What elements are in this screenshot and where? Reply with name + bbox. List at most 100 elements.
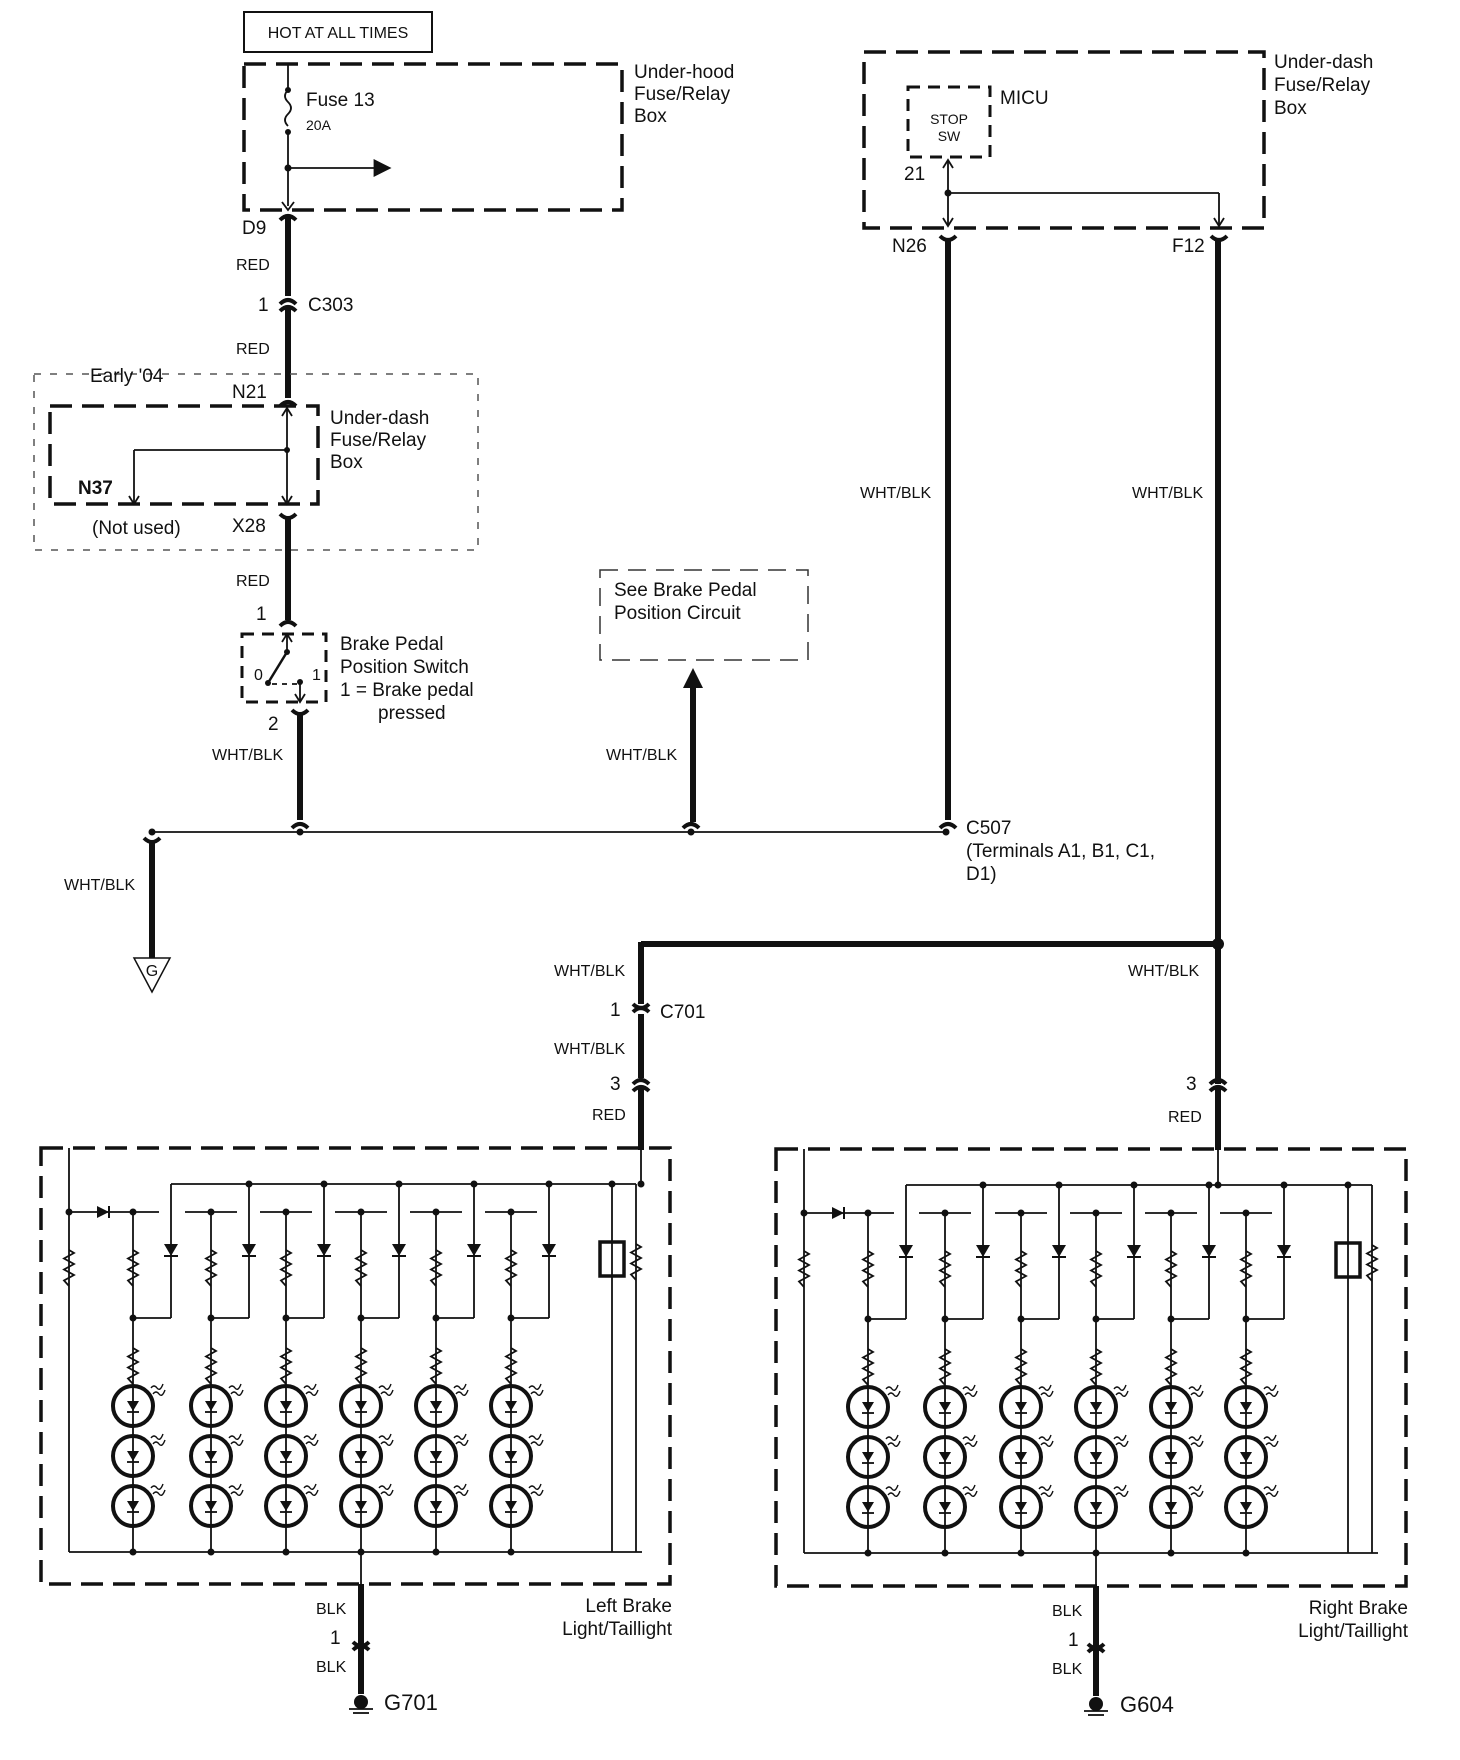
- light-emission-icon: [885, 1484, 901, 1498]
- c507-detail-1: (Terminals A1, B1, C1,: [966, 841, 1155, 862]
- underdash-box-outline: [862, 50, 1266, 230]
- connector-c303-icon: [278, 298, 298, 306]
- light-emission-icon: [303, 1483, 319, 1497]
- right-ground-label: G604: [1120, 1692, 1174, 1717]
- terminal-arrow-icon: [128, 495, 140, 506]
- right-ground-pin: 1: [1068, 1630, 1079, 1651]
- terminal-d9: D9: [242, 218, 266, 239]
- switch-name-3: 1 = Brake pedal: [340, 680, 474, 701]
- wire-color-blk-right-1: BLK: [1052, 1603, 1083, 1620]
- micu-pin-21: 21: [904, 164, 925, 185]
- switch-pos-1: 1: [312, 667, 321, 684]
- light-emission-icon: [528, 1383, 544, 1397]
- connector-switch-in-icon: [278, 620, 298, 628]
- connector-c507-icon: [938, 822, 958, 830]
- light-box-outline: [774, 1147, 1408, 1588]
- wire-color-wht-blk-f12: WHT/BLK: [1132, 485, 1203, 502]
- wire-color-blk-left-2: BLK: [316, 1659, 347, 1676]
- connector-ground-icon: [1086, 1642, 1106, 1650]
- terminal-f12: F12: [1172, 236, 1205, 257]
- light-emission-icon: [1188, 1434, 1204, 1448]
- ground-icon: [1089, 1697, 1103, 1711]
- light-emission-icon: [1263, 1484, 1279, 1498]
- c507-label: C507: [966, 818, 1011, 839]
- connector-d9-icon: [278, 214, 298, 222]
- light-emission-icon: [378, 1383, 394, 1397]
- wire-color-wht-blk-right: WHT/BLK: [1128, 963, 1199, 980]
- hot-at-all-times-label: HOT AT ALL TIMES: [268, 25, 409, 42]
- early-04-label: Early '04: [90, 366, 164, 387]
- stop-sw-line-1: STOP: [930, 111, 968, 127]
- light-emission-icon: [885, 1434, 901, 1448]
- switch-name-2: Position Switch: [340, 657, 469, 678]
- wire-color-wht-blk-left-1: WHT/BLK: [554, 963, 625, 980]
- ref-box-outline: [599, 569, 809, 661]
- brake-pedal-position-switch: 0 1 Brake Pedal Position Switch 1 = Brak…: [212, 632, 474, 820]
- red-wire-run: RED 1 C303 RED: [236, 214, 353, 398]
- wire-color-wht-blk-n26: WHT/BLK: [860, 485, 931, 502]
- light-emission-icon: [1188, 1484, 1204, 1498]
- light-emission-icon: [1113, 1484, 1129, 1498]
- c701-pin: 1: [610, 1000, 621, 1021]
- arrow-up-icon: [683, 668, 703, 688]
- light-emission-icon: [150, 1483, 166, 1497]
- early-04-box-outline: [48, 404, 320, 506]
- light-emission-icon: [1113, 1434, 1129, 1448]
- c303-label: C303: [308, 295, 353, 316]
- underhood-box-name-3: Box: [634, 106, 667, 127]
- light-emission-icon: [962, 1384, 978, 1398]
- ref-box-line-2: Position Circuit: [614, 603, 741, 624]
- switch-pin-2: 2: [268, 714, 279, 735]
- wire-color-wht-blk-ground: WHT/BLK: [64, 877, 135, 894]
- wire-color-blk-right-2: BLK: [1052, 1661, 1083, 1678]
- light-emission-icon: [228, 1483, 244, 1497]
- underhood-fuse-relay-box: Under-hood Fuse/Relay Box Fuse 13 20A D9: [242, 62, 734, 239]
- c701-label: C701: [660, 1002, 705, 1023]
- left-light-name-1: Left Brake: [585, 1596, 672, 1617]
- light-emission-icon: [1263, 1384, 1279, 1398]
- underdash-fuse-relay-box: Under-dash Fuse/Relay Box MICU STOP SW 2…: [862, 50, 1373, 257]
- early-04-box-name-1: Under-dash: [330, 408, 429, 429]
- light-emission-icon: [1263, 1434, 1279, 1448]
- early-04-box-name-2: Fuse/Relay: [330, 430, 427, 451]
- wire-color-wht-blk-left-2: WHT/BLK: [554, 1041, 625, 1058]
- wire-color-wht-blk-switch: WHT/BLK: [212, 747, 283, 764]
- light-emission-icon: [962, 1484, 978, 1498]
- c303-pin: 1: [258, 295, 269, 316]
- left-ground-label: G701: [384, 1690, 438, 1715]
- right-light-name-1: Right Brake: [1309, 1598, 1408, 1619]
- early-04-region: Early '04 N21 N37 (Not used) X28 Under-d…: [33, 366, 479, 551]
- n26-wire: WHT/BLK C507 (Terminals A1, B1, C1, D1): [860, 234, 1155, 885]
- right-brake-light-assembly: Right Brake Light/Taillight BLK 1 BLK G6…: [774, 1147, 1409, 1717]
- underdash-box-name-3: Box: [1274, 98, 1307, 119]
- connector-n21-icon: [278, 400, 298, 408]
- wire-color-blk-left-1: BLK: [316, 1601, 347, 1618]
- left-pin-3: 3: [610, 1074, 621, 1095]
- light-emission-icon: [1113, 1384, 1129, 1398]
- fuse-name: Fuse 13: [306, 90, 375, 111]
- switch-lever-icon: [266, 651, 289, 684]
- f12-wire: WHT/BLK WHT/BLK WHT/BLK 1 C701 WHT/BLK 3…: [554, 234, 1229, 1150]
- light-emission-icon: [1038, 1434, 1054, 1448]
- underhood-box-name-1: Under-hood: [634, 62, 734, 83]
- red-wire-to-switch: RED 1: [236, 512, 298, 628]
- terminal-n21: N21: [232, 382, 267, 403]
- right-light-name-2: Light/Taillight: [1298, 1621, 1409, 1642]
- connector-ground-icon: [351, 1640, 371, 1648]
- light-emission-icon: [962, 1434, 978, 1448]
- light-emission-icon: [228, 1433, 244, 1447]
- underhood-box-outline: [242, 62, 624, 212]
- early-04-box-name-3: Box: [330, 452, 363, 473]
- light-emission-icon: [378, 1483, 394, 1497]
- left-light-name-2: Light/Taillight: [562, 1619, 673, 1640]
- brake-pedal-ref-box[interactable]: See Brake Pedal Position Circuit: [599, 569, 809, 661]
- ground-ref-icon: [132, 957, 172, 994]
- ref-box-line-1: See Brake Pedal: [614, 580, 757, 601]
- switch-pin-1: 1: [256, 604, 267, 625]
- left-brake-light-assembly: Left Brake Light/Taillight BLK 1 BLK G70…: [39, 1146, 673, 1715]
- switch-outline: [240, 632, 328, 704]
- wire-color-wht-blk-ref: WHT/BLK: [606, 747, 677, 764]
- fuse-icon: [284, 89, 292, 127]
- hot-at-all-times-box: [243, 11, 433, 53]
